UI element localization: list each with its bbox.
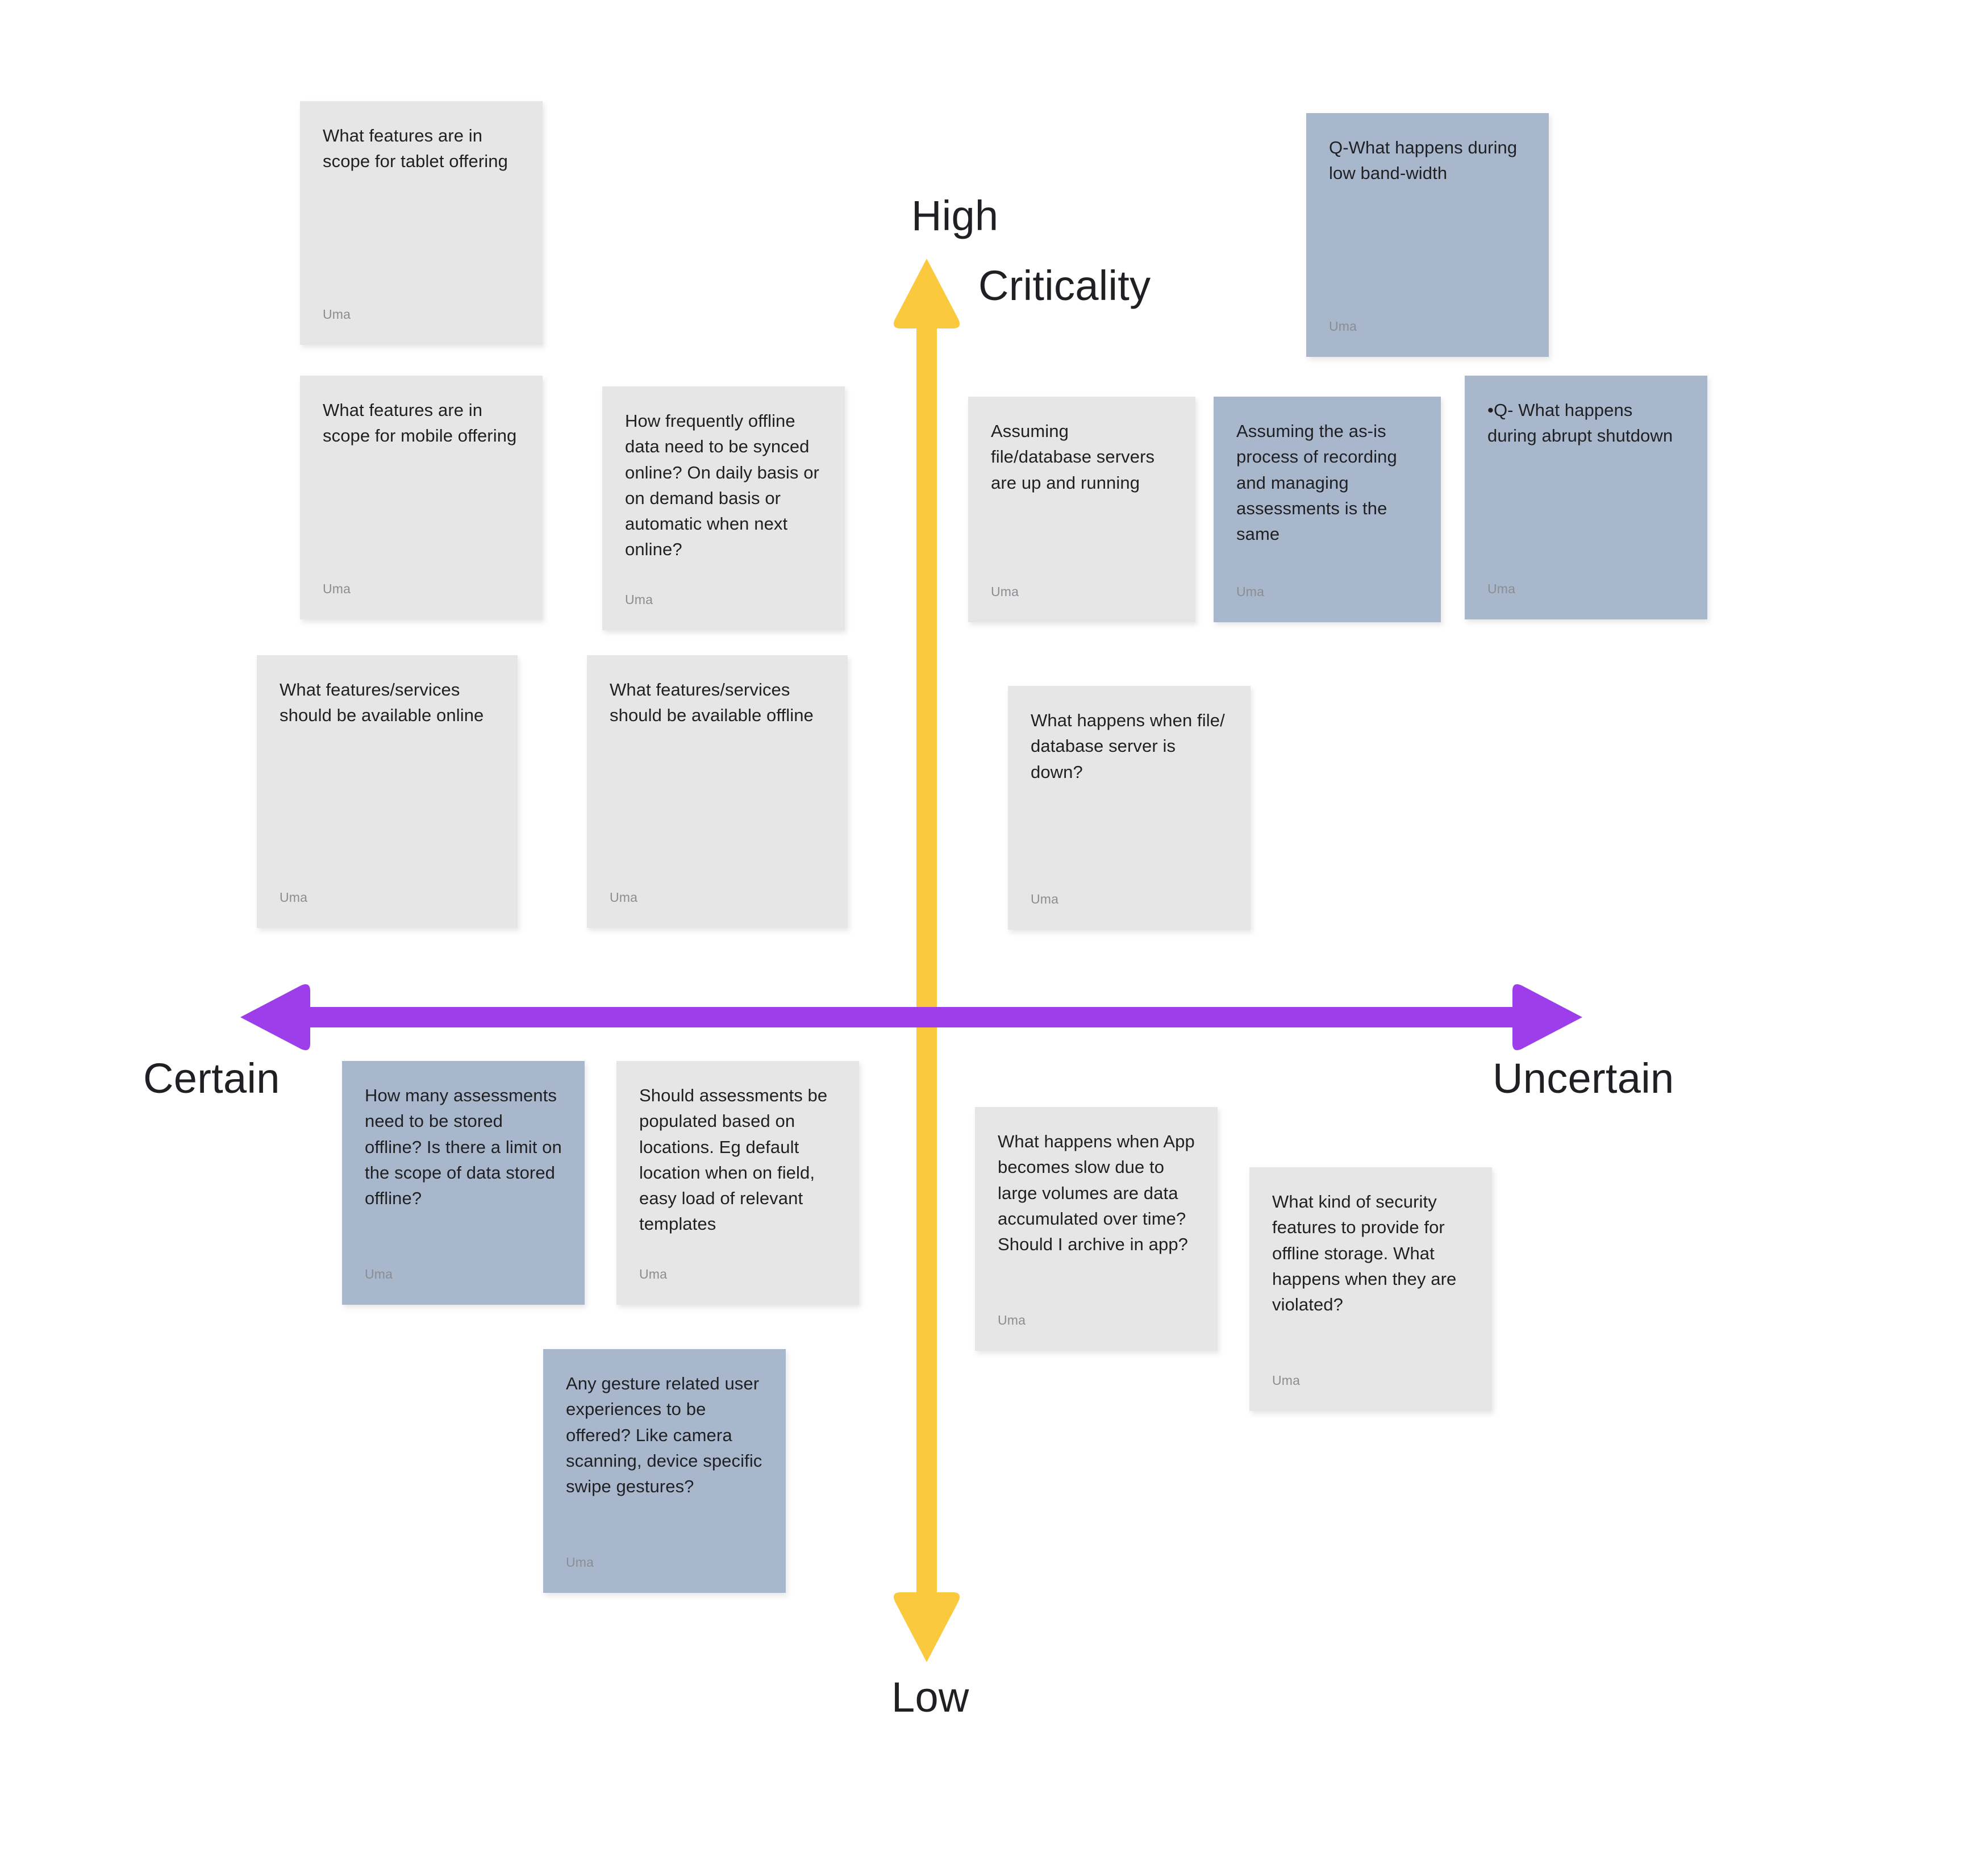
sticky-note-author: Uma — [639, 1267, 668, 1281]
sticky-note-author: Uma — [1031, 892, 1059, 906]
axis-label-high: High — [911, 192, 999, 239]
horizontal-axis-arrow — [240, 984, 1582, 1051]
sticky-note[interactable]: What happens when file/ database server … — [1008, 686, 1251, 930]
sticky-note-author: Uma — [323, 581, 351, 596]
sticky-note[interactable]: What features are in scope for tablet of… — [300, 101, 543, 345]
sticky-note[interactable]: What kind of security features to provid… — [1249, 1167, 1492, 1411]
sticky-note-text: How frequently offline data need to be s… — [625, 411, 824, 560]
sticky-note-text: •Q- What happens during abrupt shutdown — [1487, 400, 1673, 446]
sticky-note-author: Uma — [365, 1267, 393, 1281]
sticky-note-author: Uma — [1272, 1373, 1301, 1388]
sticky-note[interactable]: How frequently offline data need to be s… — [602, 386, 845, 630]
sticky-note[interactable]: What features/services should be availab… — [587, 655, 848, 928]
axis-label-criticality: Criticality — [978, 262, 1151, 309]
sticky-note-text: Any gesture related user experiences to … — [566, 1374, 768, 1496]
vertical-axis-arrow — [893, 259, 960, 1662]
sticky-note-author: Uma — [998, 1313, 1026, 1327]
sticky-note-author: Uma — [1487, 581, 1516, 596]
sticky-note-author: Uma — [1236, 584, 1265, 599]
sticky-note-author: Uma — [1329, 319, 1357, 334]
sticky-note[interactable]: What features are in scope for mobile of… — [300, 376, 543, 619]
sticky-note-text: What features are in scope for tablet of… — [323, 126, 508, 172]
sticky-note[interactable]: Assuming the as-is process of recording … — [1214, 397, 1441, 622]
sticky-note[interactable]: Any gesture related user experiences to … — [543, 1349, 786, 1593]
sticky-note[interactable]: What happens when App becomes slow due t… — [975, 1107, 1218, 1351]
sticky-note[interactable]: Should assessments be populated based on… — [616, 1061, 859, 1305]
sticky-note-text: Assuming file/database servers are up an… — [991, 421, 1160, 493]
sticky-note-author: Uma — [280, 890, 308, 905]
axis-label-low: Low — [891, 1674, 969, 1721]
sticky-note-text: Should assessments be populated based on… — [639, 1085, 832, 1234]
sticky-note-text: How many assessments need to be stored o… — [365, 1085, 567, 1208]
sticky-note[interactable]: What features/services should be availab… — [257, 655, 518, 928]
sticky-note-author: Uma — [610, 890, 638, 905]
sticky-note-text: What features are in scope for mobile of… — [323, 400, 517, 446]
sticky-note-text: What kind of security features to provid… — [1272, 1192, 1462, 1314]
sticky-note-author: Uma — [323, 307, 351, 322]
sticky-note-text: Assuming the as-is process of recording … — [1236, 421, 1402, 544]
sticky-note[interactable]: How many assessments need to be stored o… — [342, 1061, 585, 1305]
sticky-note-text: Q-What happens during low band-width — [1329, 138, 1522, 184]
sticky-note-text: What happens when App becomes slow due t… — [998, 1131, 1200, 1254]
sticky-note-text: What happens when file/ database server … — [1031, 710, 1230, 782]
sticky-note-author: Uma — [566, 1555, 594, 1570]
axis-label-certain: Certain — [143, 1055, 280, 1102]
sticky-note[interactable]: Assuming file/database servers are up an… — [968, 397, 1195, 622]
sticky-note-author: Uma — [991, 584, 1019, 599]
sticky-note-text: What features/services should be availab… — [280, 680, 484, 726]
axis-label-uncertain: Uncertain — [1493, 1055, 1674, 1102]
sticky-note-author: Uma — [625, 592, 653, 607]
sticky-note-text: What features/services should be availab… — [610, 680, 814, 726]
